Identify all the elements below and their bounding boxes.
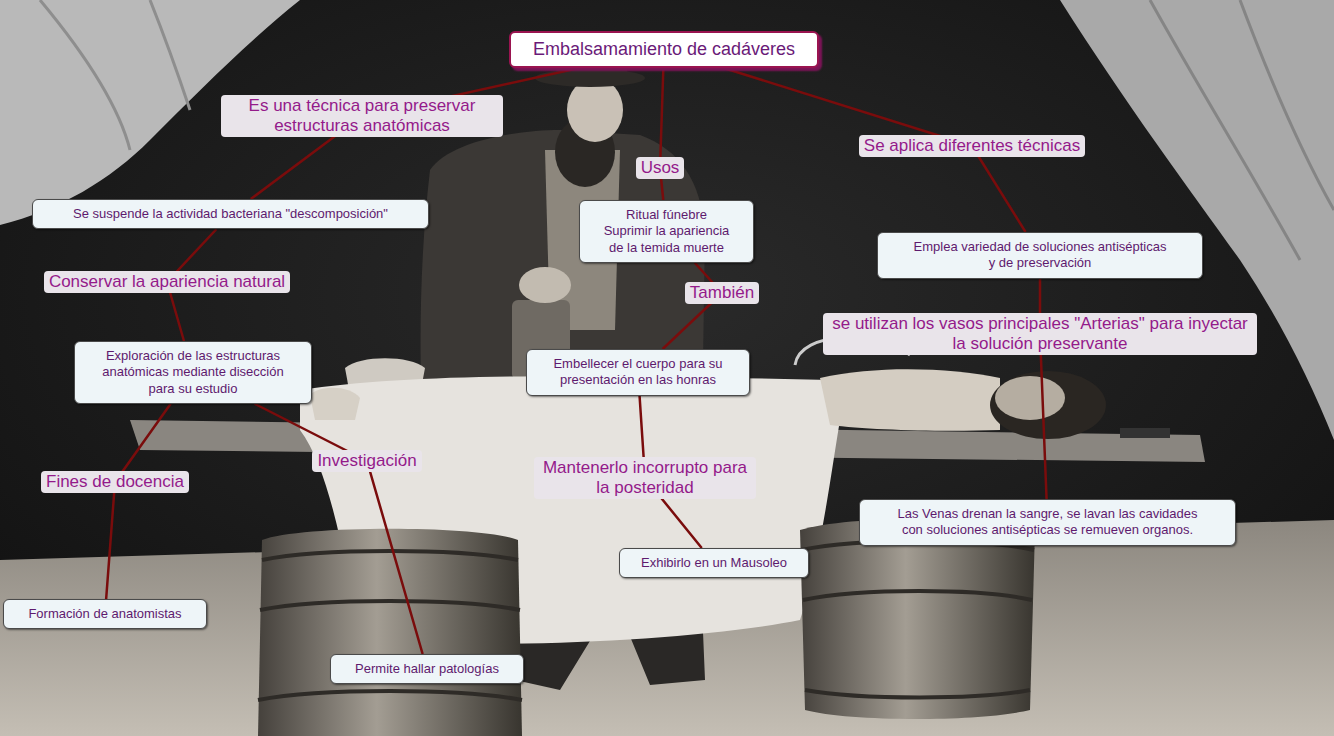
- concept-box: Exploración de las estructuras anatómica…: [74, 341, 312, 404]
- man-face: [567, 78, 623, 142]
- concept-box: Las Venas drenan la sangre, se lavan las…: [859, 499, 1236, 546]
- node-text: Suprimir la apariencia de la temida muer…: [599, 223, 734, 256]
- link-phrase: Se aplica diferentes técnicas: [859, 135, 1085, 157]
- concept-box: Formación de anatomistas: [3, 599, 207, 629]
- node-text: Emplea variedad de soluciones antiséptic…: [910, 239, 1171, 272]
- link-phrase: Investigación: [312, 450, 421, 472]
- concept-box: Exhibirlo en un Mausoleo: [619, 548, 809, 578]
- title-box: Embalsamamiento de cadáveres: [509, 31, 819, 68]
- man-hand: [519, 267, 571, 303]
- connector-line: [1040, 279, 1047, 500]
- link-phrase: Fines de docencia: [41, 471, 189, 493]
- node-text: Exploración de las estructuras anatómica…: [96, 348, 291, 397]
- tent-flap-right: [1060, 0, 1334, 440]
- node-text: Embellecer el cuerpo para su presentació…: [538, 356, 738, 389]
- concept-box: Ritual fúnebreSuprimir la apariencia de …: [579, 200, 754, 263]
- concept-box: Se suspende la actividad bacteriana "des…: [32, 199, 429, 229]
- feet: [310, 388, 360, 420]
- tent-fold: [1150, 0, 1334, 260]
- node-text: Formación de anatomistas: [28, 606, 181, 622]
- instrument-case: [1120, 428, 1170, 438]
- node-text: Las Venas drenan la sangre, se lavan las…: [892, 506, 1204, 539]
- link-phrase: se utilizan los vasos principales "Arter…: [823, 313, 1257, 354]
- link-phrase: También: [685, 282, 759, 304]
- node-text: Embalsamamiento de cadáveres: [533, 38, 795, 61]
- body-face: [995, 376, 1065, 420]
- body-torso: [820, 369, 1000, 430]
- concept-box: Embellecer el cuerpo para su presentació…: [526, 349, 750, 396]
- link-phrase: Es una técnica para preservar estructura…: [221, 95, 503, 136]
- barrel-right: [800, 519, 1035, 719]
- node-text: Exhibirlo en un Mausoleo: [641, 555, 787, 571]
- connector-line: [660, 68, 663, 201]
- connector-line: [106, 404, 171, 599]
- concept-box: Permite hallar patologías: [330, 654, 524, 684]
- body-hair: [990, 371, 1106, 439]
- node-text: Permite hallar patologías: [355, 661, 499, 677]
- man-hat-brim: [535, 69, 645, 87]
- link-phrase: Mantenerlo incorrupto para la posteridad: [534, 457, 756, 498]
- node-text: Se suspende la actividad bacteriana "des…: [73, 206, 388, 222]
- connector-line: [255, 404, 423, 654]
- link-phrase: Usos: [636, 157, 685, 179]
- link-phrase: Conservar la apariencia natural: [44, 271, 290, 293]
- tent-fold: [40, 0, 190, 150]
- concept-box: Emplea variedad de soluciones antiséptic…: [877, 232, 1203, 279]
- node-text: Ritual fúnebre: [599, 207, 734, 223]
- barrel-hoops: [801, 541, 1034, 698]
- connector-line: [663, 263, 722, 349]
- barrel-left: [258, 529, 522, 736]
